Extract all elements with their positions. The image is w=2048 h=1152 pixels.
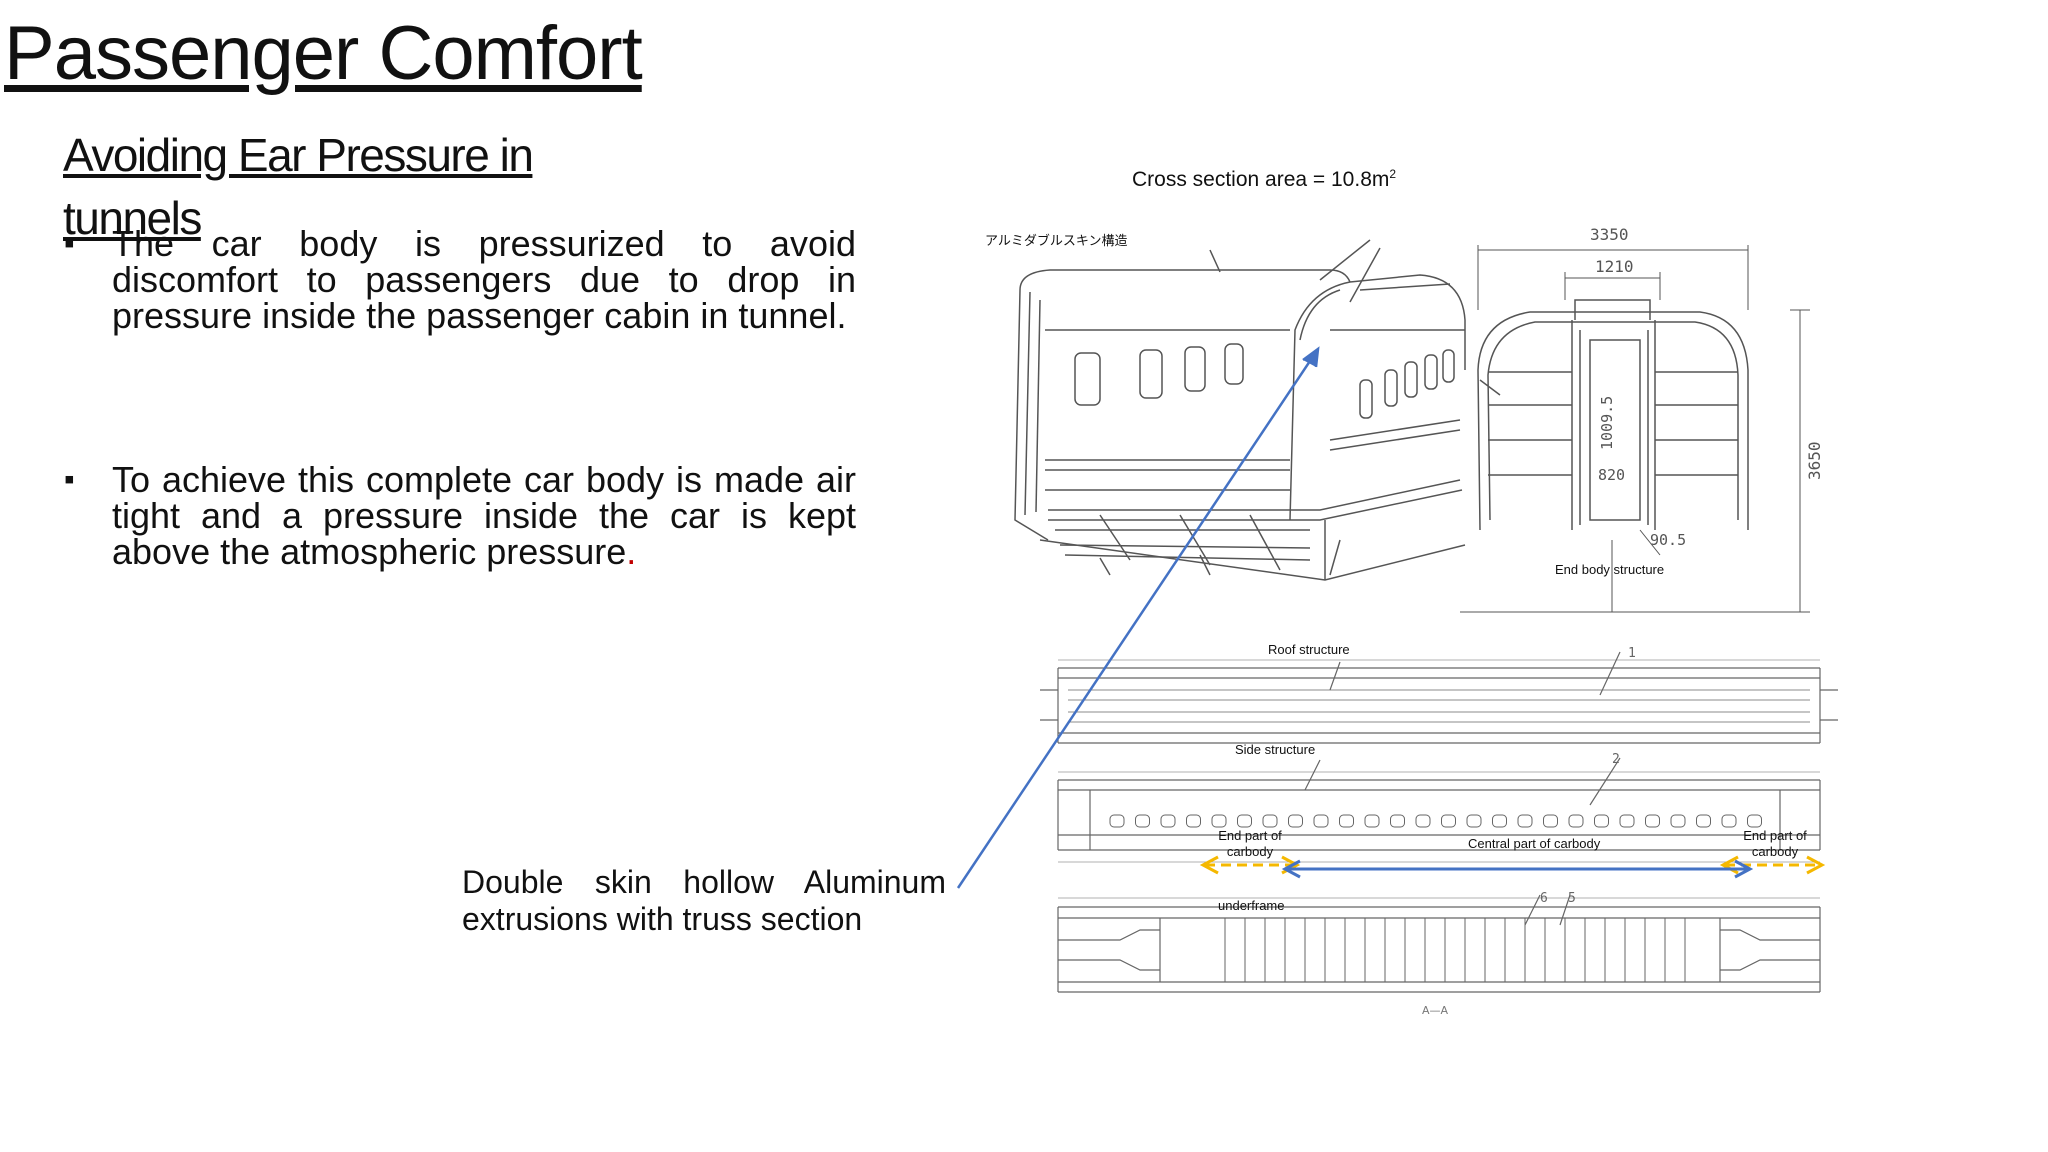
side-window [1543,814,1558,828]
side-window [1670,814,1686,828]
side-window [1696,814,1711,828]
side-window [1364,814,1380,828]
side-window [1135,814,1150,828]
side-window [1109,814,1125,828]
side-window [1415,814,1431,828]
bullet-marker: ▪ [64,463,75,496]
side-window [1568,814,1584,828]
part-number-2: 2 [1612,752,1620,767]
plan-views [1040,651,1838,993]
side-window [1211,814,1227,828]
bullet-text: The car body is pressurized to avoid dis… [112,223,856,336]
part-number-1: 1 [1628,646,1636,661]
central-part-label: Central part of carbody [1468,836,1601,851]
side-window [1441,814,1456,828]
cross-section-label: Cross section area = 10.8m2 [1132,167,1397,191]
bullet-text: To achieve this complete car body is mad… [112,459,856,572]
dim-floor-height: 90.5 [1650,531,1686,549]
side-window [1619,814,1635,828]
side-window [1517,814,1533,828]
dim-inner-height: 1009.5 [1598,396,1616,450]
part-number-6: 6 [1540,891,1548,906]
caption-pointer-arrow [956,346,1320,889]
side-windows [1109,814,1762,828]
end-cross-section [1460,245,1810,613]
side-window [1262,814,1278,828]
end-body-label: End body structure [1555,562,1665,577]
figure-caption: Double skin hollow Aluminum extrusions w… [462,864,946,937]
underframe-members [1224,918,1686,982]
side-window [1237,814,1252,828]
side-window [1645,814,1660,828]
car-body-perspective [1014,239,1501,581]
side-window [1339,814,1354,828]
side-window [1186,814,1201,828]
side-window [1492,814,1507,828]
central-part-arrow [1281,859,1754,879]
japanese-label: アルミダブルスキン構造 [985,233,1127,249]
end-part-left-label: End part of carbody [1218,828,1282,859]
dim-width-inner: 1210 [1595,257,1634,276]
view-label: A—A [1422,1004,1449,1017]
roof-label: Roof structure [1268,642,1350,657]
side-window [1594,814,1609,828]
dim-width-outer: 3350 [1590,225,1629,244]
slide-subtitle: Avoiding Ear Pressure in tunnels [63,129,534,244]
side-window [1390,814,1405,828]
underframe-label: underframe [1218,898,1285,913]
side-window [1747,814,1762,828]
dim-floor-width: 820 [1598,466,1625,484]
side-window [1721,814,1737,828]
part-number-5: 5 [1568,891,1576,906]
side-window [1160,814,1176,828]
bullet-end-period: . [626,531,637,572]
side-window [1313,814,1329,828]
bullet-marker: ▪ [64,227,75,260]
side-window [1466,814,1482,828]
side-window [1288,814,1303,828]
slide-title: Passenger Comfort [4,11,643,96]
side-label: Side structure [1235,742,1316,757]
end-part-right-label: End part of carbody [1743,828,1807,859]
dim-height: 3650 [1805,441,1824,480]
